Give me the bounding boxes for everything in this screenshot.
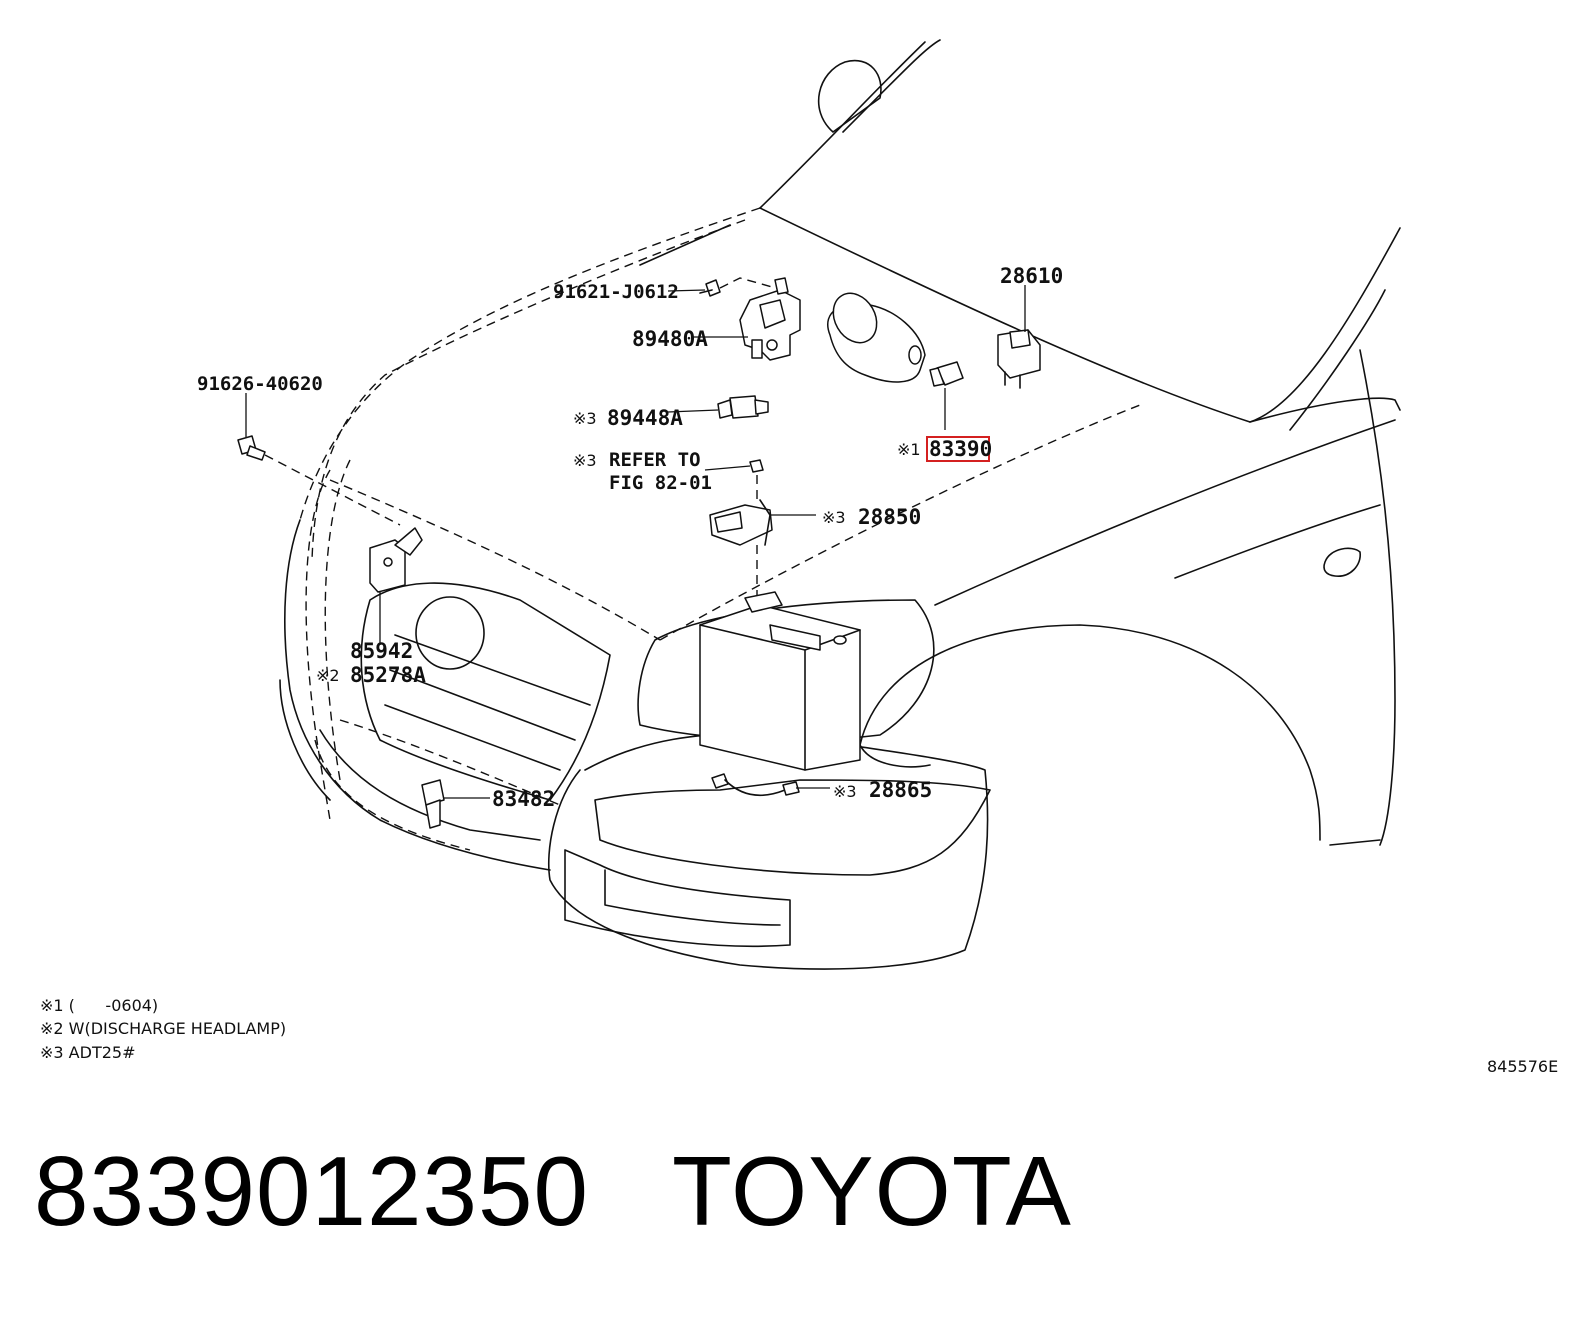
label-28850[interactable]: 28850 bbox=[858, 505, 921, 529]
relay-28610-part bbox=[997, 329, 1041, 389]
label-28865[interactable]: 28865 bbox=[869, 778, 932, 802]
bolt-91626-part bbox=[237, 435, 266, 461]
note-1: ※1 ( -0604) bbox=[40, 996, 158, 1015]
label-85942[interactable]: 85942 bbox=[350, 639, 413, 663]
sensor-83482-part bbox=[421, 779, 445, 829]
canister-part bbox=[827, 292, 926, 383]
marker-85278A: ※2 bbox=[316, 666, 340, 685]
label-89480A[interactable]: 89480A bbox=[632, 327, 708, 351]
label-91626[interactable]: 91626-40620 bbox=[197, 373, 323, 395]
label-83390[interactable]: 83390 bbox=[929, 437, 992, 461]
footer-brand: TOYOTA bbox=[671, 1136, 1072, 1246]
footer-part-number: 8339012350 bbox=[34, 1136, 590, 1246]
footer-title: 8339012350 TOYOTA bbox=[34, 1135, 1072, 1248]
figure-id: 845576E bbox=[1487, 1057, 1558, 1076]
refer-line-1[interactable]: REFER TO bbox=[609, 449, 701, 471]
module-85942-part bbox=[369, 527, 423, 593]
callout-labels: 91621-J0612 89480A 91626-40620 ※3 89448A… bbox=[197, 264, 1063, 811]
note-2: ※2 W(DISCHARGE HEADLAMP) bbox=[40, 1019, 286, 1038]
marker-refer: ※3 bbox=[573, 451, 597, 470]
marker-28850: ※3 bbox=[822, 508, 846, 527]
marker-83390: ※1 bbox=[897, 440, 921, 459]
battery-part bbox=[699, 591, 861, 771]
marker-28865: ※3 bbox=[833, 782, 857, 801]
label-89448A[interactable]: 89448A bbox=[607, 406, 683, 430]
cable-28865-part bbox=[711, 773, 800, 796]
sensor-89448A-part bbox=[717, 395, 769, 419]
nut-part bbox=[749, 459, 764, 473]
bolt-91621-part bbox=[699, 279, 721, 297]
label-83482[interactable]: 83482 bbox=[492, 787, 555, 811]
label-91621[interactable]: 91621-J0612 bbox=[553, 281, 679, 303]
notes: ※1 ( -0604) ※2 W(DISCHARGE HEADLAMP) ※3 … bbox=[40, 996, 286, 1062]
bracket-28850-part bbox=[709, 499, 773, 546]
marker-89448A: ※3 bbox=[573, 409, 597, 428]
refer-line-2[interactable]: FIG 82-01 bbox=[609, 472, 712, 494]
sensor-89480A-part bbox=[739, 277, 801, 361]
label-85278A[interactable]: 85278A bbox=[350, 663, 426, 687]
note-3: ※3 ADT25# bbox=[40, 1043, 135, 1062]
highlight-box-83390 bbox=[926, 436, 990, 462]
label-28610[interactable]: 28610 bbox=[1000, 264, 1063, 288]
car-body-outline bbox=[279, 39, 1401, 970]
horn-83390-part bbox=[929, 361, 964, 387]
